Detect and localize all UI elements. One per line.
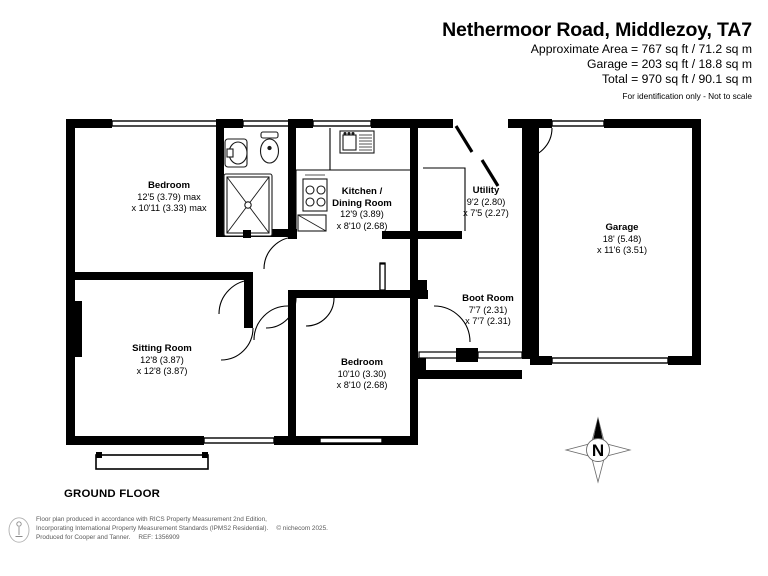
compass-rose: N bbox=[564, 416, 632, 484]
scale-disclaimer: For identification only - Not to scale bbox=[622, 90, 752, 101]
approximate-area-line: Approximate Area = 767 sq ft / 71.2 sq m bbox=[530, 42, 752, 56]
room-dimension-2: x 8'10 (2.68) bbox=[336, 220, 388, 231]
floor-caption: GROUND FLOOR bbox=[64, 488, 161, 500]
kitchen-fixtures bbox=[297, 130, 375, 232]
footer-produced-for: Produced for Cooper and Tanner. bbox=[36, 534, 131, 542]
footer-reference: REF: 1356909 bbox=[138, 534, 180, 542]
kitchen-sink-icon bbox=[339, 130, 375, 154]
toilet-icon bbox=[259, 131, 280, 164]
footer-legal-text: Floor plan produced in accordance with R… bbox=[36, 515, 328, 542]
total-area-line: Total = 970 sq ft / 90.1 sq m bbox=[601, 72, 752, 87]
room-dimension-1: 9'2 (2.80) bbox=[466, 196, 506, 207]
hob-icon bbox=[302, 174, 328, 212]
room-dimension-1: 10'10 (3.30) bbox=[337, 368, 387, 379]
footer-line-2: Incorporating International Property Mea… bbox=[36, 524, 328, 533]
room-name: Boot Room bbox=[462, 293, 514, 304]
room-name: Kitchen / bbox=[341, 186, 383, 197]
room-name: Bedroom bbox=[340, 357, 384, 368]
room-dimension-1: 12'9 (3.89) bbox=[340, 209, 384, 220]
room-dimension-1: 12'5 (3.79) max bbox=[137, 191, 201, 202]
room-dimension-2: x 8'10 (2.68) bbox=[336, 380, 388, 391]
room-label-bedroom-2: Bedroom 10'10 (3.30) x 8'10 (2.68) bbox=[310, 357, 414, 392]
rics-person-icon bbox=[8, 517, 30, 543]
room-dimension-2: x 11'6 (3.51) bbox=[596, 245, 648, 256]
room-dimension-1: 12'8 (3.87) bbox=[140, 354, 184, 365]
room-dimension-2: x 7'7 (2.31) bbox=[465, 316, 511, 327]
room-label-garage: Garage 18' (5.48) x 11'6 (3.51) bbox=[570, 222, 674, 257]
room-dimension-1: 18' (5.48) bbox=[602, 233, 642, 244]
plan-footer: Floor plan produced in accordance with R… bbox=[0, 515, 768, 559]
room-label-kitchen-dining-room: Kitchen / Dining Room 12'9 (3.89) x 8'10… bbox=[308, 186, 416, 232]
room-label-boot-room: Boot Room 7'7 (2.31) x 7'7 (2.31) bbox=[436, 293, 540, 328]
footer-ipms-text: Incorporating International Property Mea… bbox=[36, 525, 269, 533]
counter-unit bbox=[297, 214, 327, 232]
room-name: Sitting Room bbox=[132, 343, 192, 354]
room-dimension-2: x 7'5 (2.27) bbox=[463, 208, 509, 219]
room-name: Bedroom bbox=[147, 180, 191, 191]
room-name: Utility bbox=[472, 185, 500, 196]
bathroom-fixtures bbox=[223, 131, 280, 237]
room-label-utility: Utility 9'2 (2.80) x 7'5 (2.27) bbox=[444, 185, 528, 220]
plan-header: Nethermoor Road, Middlezoy, TA7 Approxim… bbox=[0, 0, 768, 102]
footer-line-3: Produced for Cooper and Tanner. REF: 1356… bbox=[36, 533, 328, 542]
door-swings bbox=[218, 127, 553, 361]
room-label-bedroom-1: Bedroom 12'5 (3.79) max x 10'11 (3.33) m… bbox=[96, 180, 242, 215]
room-name: Garage bbox=[605, 222, 639, 233]
room-label-sitting-room: Sitting Room 12'8 (3.87) x 12'8 (3.87) bbox=[96, 343, 228, 378]
room-dimension-2: x 10'11 (3.33) max bbox=[131, 203, 207, 214]
room-dimension-1: 7'7 (2.31) bbox=[468, 304, 508, 315]
footer-copyright: © nichecom 2025. bbox=[276, 525, 328, 533]
garage-area-line: Garage = 203 sq ft / 18.8 sq m bbox=[587, 57, 752, 72]
door-leaves bbox=[454, 125, 500, 187]
wall-nibs bbox=[243, 229, 478, 362]
page-title: Nethermoor Road, Middlezoy, TA7 bbox=[442, 19, 752, 41]
room-dimension-2: x 12'8 (3.87) bbox=[136, 366, 188, 377]
room-name-line2: Dining Room bbox=[332, 197, 392, 209]
compass-label: N bbox=[592, 441, 604, 460]
interior-thin-lines bbox=[295, 128, 531, 231]
bathtub-icon bbox=[223, 173, 273, 237]
footer-line-1: Floor plan produced in accordance with R… bbox=[36, 516, 267, 523]
